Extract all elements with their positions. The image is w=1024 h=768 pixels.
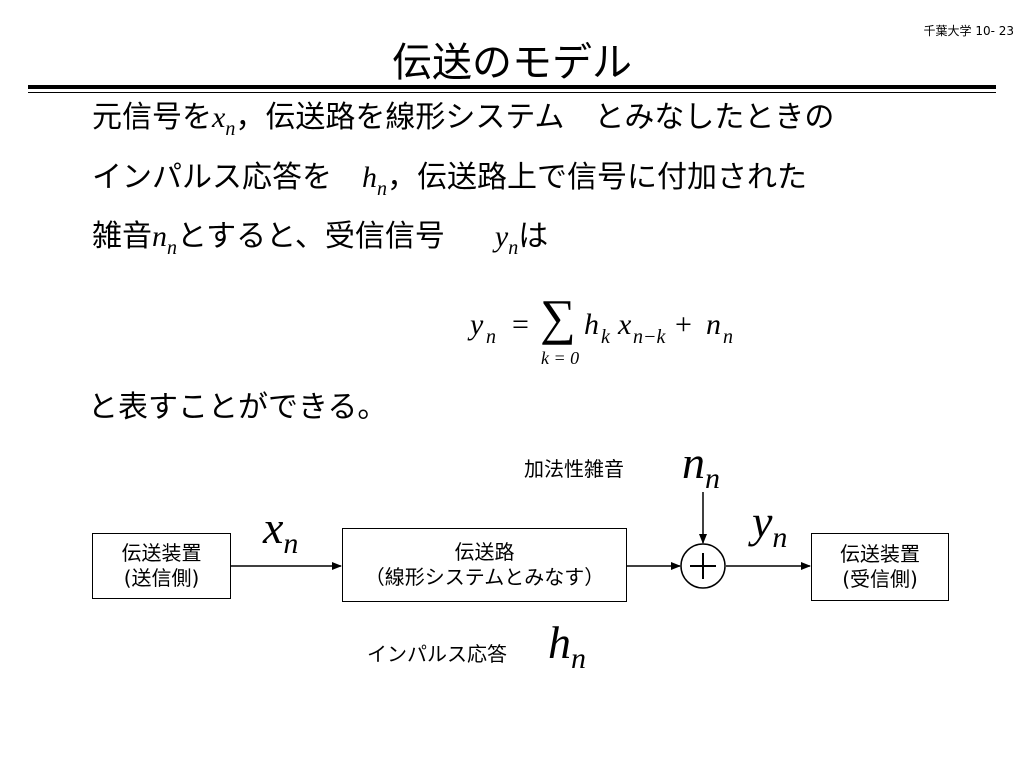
symbol-y: y xyxy=(494,220,509,253)
line1-text-a: 元信号を xyxy=(92,100,212,135)
paragraph-line-2: インパルス応答を hn，伝送路上で信号に付加された xyxy=(92,160,807,200)
input-symbol: xn xyxy=(263,502,298,559)
output-symbol-main: y xyxy=(752,496,773,547)
eq-term-x-sub: n−k xyxy=(633,326,666,348)
channel-line2: （線形システムとみなす） xyxy=(364,565,605,589)
sender-box: 伝送装置 (送信側) xyxy=(92,533,231,599)
title-rule-thick xyxy=(28,85,996,89)
output-symbol-sub: n xyxy=(772,521,788,554)
line2-text-a: インパルス応答を xyxy=(92,160,332,195)
impulse-symbol-sub: n xyxy=(571,642,586,675)
input-symbol-sub: n xyxy=(283,527,299,560)
noise-symbol-sub: n xyxy=(705,462,720,495)
noise-symbol: nn xyxy=(682,437,720,494)
output-symbol: yn xyxy=(752,496,787,553)
line3-text-c: は xyxy=(518,219,549,254)
eq-sum-sign: ∑ xyxy=(540,289,576,345)
line3-text-a: 雑音 xyxy=(92,219,152,254)
symbol-h-sub: n xyxy=(377,178,387,200)
eq-term-h: h xyxy=(584,308,599,341)
symbol-h: h xyxy=(362,161,377,194)
eq-equals: = xyxy=(512,308,529,341)
paragraph-conclusion: と表すことができる。 xyxy=(88,390,388,425)
receiver-line1: 伝送装置 xyxy=(840,542,920,566)
impulse-symbol-main: h xyxy=(548,617,571,668)
sender-line1: 伝送装置 xyxy=(121,541,202,565)
impulse-symbol: hn xyxy=(548,617,586,674)
symbol-y-sub: n xyxy=(508,237,519,259)
impulse-label: インパルス応答 xyxy=(367,642,507,666)
input-symbol-main: x xyxy=(263,502,284,553)
line2-text-b: ，伝送路上で信号に付加された xyxy=(387,160,807,195)
eq-term-n-sub: n xyxy=(723,326,733,348)
noise-symbol-main: n xyxy=(682,437,705,488)
receiver-box: 伝送装置 (受信側) xyxy=(811,533,949,601)
eq-lhs-sub: n xyxy=(486,326,496,348)
convolution-equation: y n = ∑ k = 0 h k x n−k + n n xyxy=(470,292,770,372)
paragraph-line-1: 元信号をxn，伝送路を線形システム とみなしたときの xyxy=(92,100,835,140)
line1-text-b: ，伝送路を線形システム とみなしたときの xyxy=(235,100,835,135)
symbol-n: n xyxy=(152,220,167,253)
eq-sum-lower: k = 0 xyxy=(541,348,580,368)
eq-term-h-sub: k xyxy=(601,326,610,348)
noise-label: 加法性雑音 xyxy=(524,457,624,481)
channel-box: 伝送路 （線形システムとみなす） xyxy=(342,528,627,602)
line3-text-b: とすると、受信信号 xyxy=(177,219,445,254)
title-rule-thin xyxy=(28,92,996,93)
sender-line2: (送信側) xyxy=(123,566,200,590)
symbol-n-sub: n xyxy=(167,237,177,259)
eq-term-n: n xyxy=(706,308,721,341)
slide-label: 千葉大学 10- 23 xyxy=(923,24,1015,38)
symbol-x-sub: n xyxy=(225,118,236,140)
symbol-x: x xyxy=(212,101,226,134)
eq-term-x: x xyxy=(618,308,632,341)
eq-plus: + xyxy=(675,308,692,341)
channel-line1: 伝送路 xyxy=(454,540,515,564)
eq-lhs: y xyxy=(470,308,484,341)
page-title: 伝送のモデル xyxy=(392,40,632,86)
receiver-line2: (受信側) xyxy=(842,567,918,591)
